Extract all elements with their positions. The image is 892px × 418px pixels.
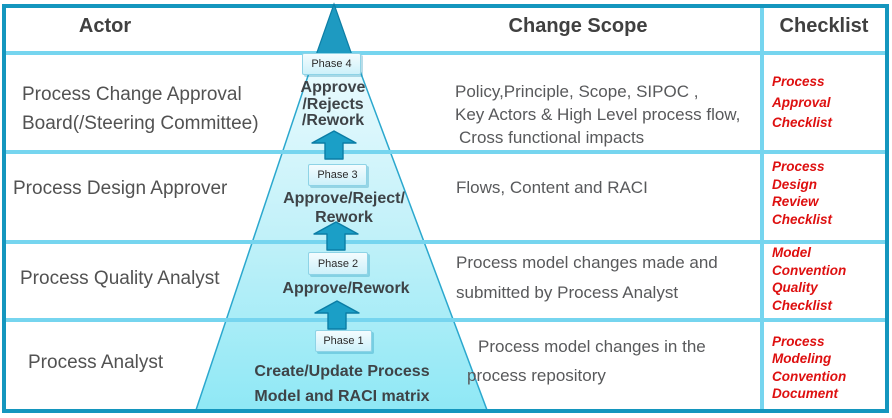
actor-row-2: Process Design Approver (13, 178, 228, 199)
phase-1-action: Create/Update Process Model and RACI mat… (254, 363, 430, 405)
scope-row-1: Policy,Principle, Scope, SIPOC , Key Act… (455, 82, 741, 147)
up-arrow-icon (313, 221, 359, 251)
phase-2-action: Approve/Rework (282, 280, 410, 297)
checklist-row-3: Model Convention Quality Checklist (772, 245, 847, 313)
row-divider-2 (6, 240, 885, 244)
row-divider-3 (6, 318, 885, 322)
checklist-row-2: Process Design Review Checklist (772, 159, 833, 228)
checklist-column-divider (760, 8, 764, 409)
actor-row-3: Process Quality Analyst (20, 268, 220, 289)
pyramid-apex (314, 2, 354, 59)
table-outer-border (2, 4, 889, 413)
phase-1-badge: Phase 1 (315, 330, 372, 352)
checklist-row-4: Process Modeling Convention Document (772, 334, 847, 402)
header-change-scope: Change Scope (508, 15, 648, 37)
phase-4-badge: Phase 4 (302, 53, 361, 75)
actor-row-4: Process Analyst (28, 352, 164, 373)
phase-2-badge: Phase 2 (308, 252, 368, 275)
scope-row-4: Process model changes in the process rep… (467, 337, 706, 385)
up-arrow-icon (314, 300, 360, 330)
up-arrow-icon (311, 130, 357, 160)
header-actor: Actor (78, 15, 132, 37)
row-divider-1 (6, 150, 885, 154)
header-checklist: Checklist (779, 15, 869, 37)
checklist-row-1: Process Approval Checklist (772, 74, 833, 130)
scope-row-3: Process model changes made and submitted… (456, 253, 718, 302)
phase-3-action: Approve/Reject/ Rework (283, 190, 405, 226)
phase-4-action: Approve /Rejects /Rework (300, 79, 366, 129)
actor-row-1: Process Change Approval Board(/Steering … (22, 84, 259, 134)
scope-row-2: Flows, Content and RACI (456, 178, 648, 197)
phase-3-badge: Phase 3 (308, 164, 367, 186)
row-divider-header (6, 51, 885, 55)
